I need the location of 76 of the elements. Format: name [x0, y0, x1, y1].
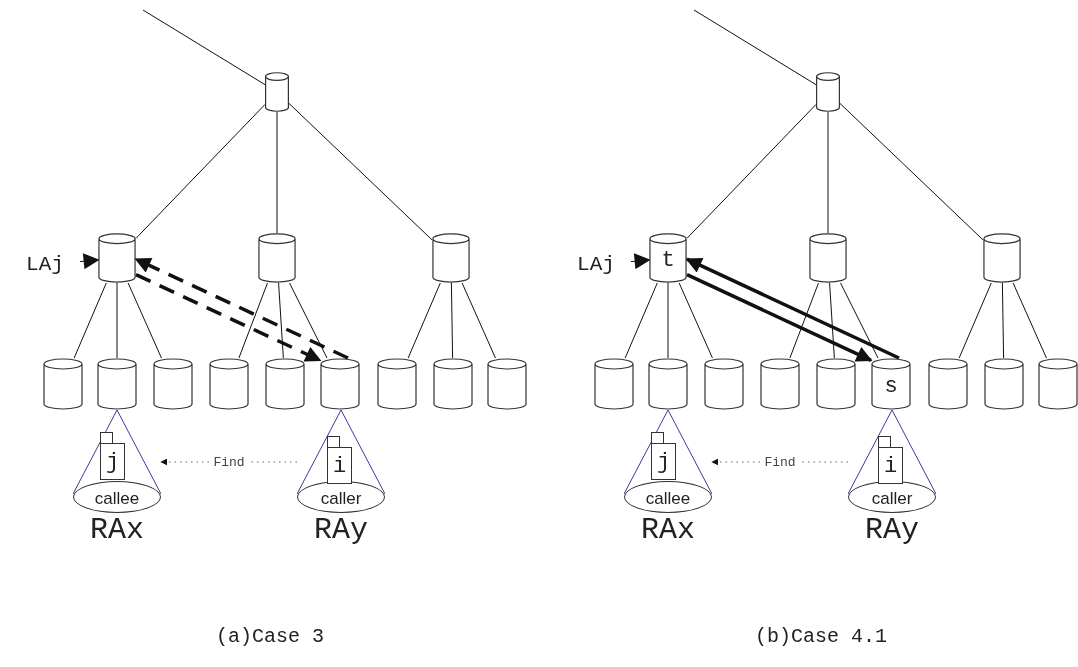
pointer-label: LAj: [10, 252, 80, 278]
region-label: RAy: [314, 515, 368, 545]
cylinder-node: [265, 358, 305, 410]
connector-line: [278, 282, 284, 359]
cylinder-node: [43, 358, 83, 410]
node-label: s: [884, 372, 898, 401]
connector-line: [693, 9, 817, 86]
document-node: [651, 432, 676, 480]
arrow: [630, 253, 651, 270]
connector-line: [839, 102, 984, 241]
cylinder-node: [704, 358, 744, 410]
panel-caption: (b)Case 4.1: [755, 624, 887, 650]
document-node: [327, 436, 352, 484]
arrow: [685, 257, 900, 360]
arrow: [135, 273, 322, 362]
connector-line: [789, 282, 819, 359]
cylinder-node: [433, 358, 473, 410]
connector-line: [667, 282, 669, 359]
cylinder-node: [649, 233, 687, 283]
connector-line: [73, 282, 107, 359]
connector-line: [686, 103, 817, 239]
cylinder-node: [153, 358, 193, 410]
connector-line: [958, 282, 992, 359]
cylinder-node: [983, 233, 1021, 283]
cylinder-node: [871, 358, 911, 410]
panel-caption: (a)Case 3: [216, 624, 324, 650]
cylinder-node: [594, 358, 634, 410]
document-node: [100, 432, 125, 480]
cylinder-node: [377, 358, 417, 410]
cylinder-node: [760, 358, 800, 410]
connector-line: [827, 111, 829, 234]
cylinder-node: [1038, 358, 1078, 410]
connector-line: [461, 282, 496, 359]
connector-line: [624, 282, 658, 359]
connector-line: [1012, 282, 1047, 359]
connector-line: [1001, 282, 1005, 359]
connector-line: [678, 282, 713, 359]
connector-line: [450, 282, 454, 359]
cylinder-node: [320, 358, 360, 410]
cylinder-node: [265, 72, 289, 112]
node-label: i: [332, 452, 347, 481]
connector-line: [135, 103, 266, 239]
region-label: RAx: [641, 515, 695, 545]
node-label: j: [105, 448, 120, 477]
connector-line: [127, 282, 162, 359]
connector-line: [840, 282, 879, 359]
connector-line: [829, 282, 835, 359]
cylinder-node: [432, 233, 470, 283]
connector-line: [288, 102, 433, 241]
connector-line: [238, 282, 268, 359]
connector-line: [289, 282, 328, 359]
pointer-label: LAj: [561, 252, 631, 278]
node-label: i: [883, 452, 898, 481]
connector-line: [276, 111, 278, 234]
cylinder-node: [816, 72, 840, 112]
connector-line: [116, 282, 118, 359]
node-label: t: [661, 246, 675, 275]
cylinder-node: [98, 233, 136, 283]
cylinder-node: [487, 358, 527, 410]
cylinder-node: [816, 358, 856, 410]
node-label: j: [656, 448, 671, 477]
cylinder-node: [258, 233, 296, 283]
region-label: RAy: [865, 515, 919, 545]
arrow: [686, 273, 873, 362]
cylinder-node: [984, 358, 1024, 410]
cylinder-node: [809, 233, 847, 283]
arrow: [134, 257, 349, 360]
cylinder-node: [97, 358, 137, 410]
cylinder-node: [648, 358, 688, 410]
cylinder-node: [209, 358, 249, 410]
document-node: [878, 436, 903, 484]
arrow: [79, 253, 100, 270]
region-label: RAx: [90, 515, 144, 545]
connector-line: [407, 282, 441, 359]
connector-line: [142, 9, 266, 86]
cylinder-node: [928, 358, 968, 410]
